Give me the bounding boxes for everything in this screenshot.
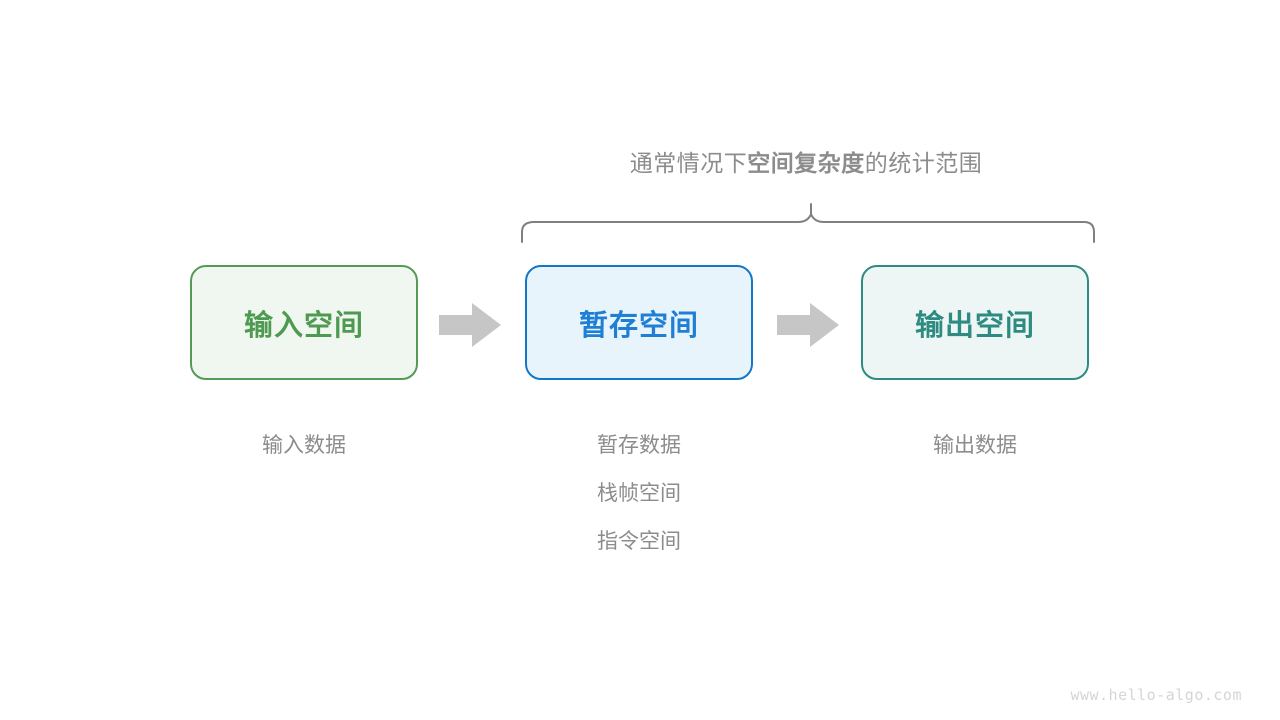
caption-group-output: 输出数据 xyxy=(861,422,1089,470)
right-arrow-icon xyxy=(777,303,839,347)
box-input-space: 输入空间 xyxy=(190,265,418,380)
right-arrow-icon xyxy=(439,303,501,347)
box-output-space-label: 输出空间 xyxy=(914,309,1035,342)
watermark: www.hello-algo.com xyxy=(1070,686,1242,704)
annotation-suffix: 的统计范围 xyxy=(864,150,983,176)
box-temp-space: 暂存空间 xyxy=(525,265,753,380)
caption-input-data: 输入数据 xyxy=(262,434,346,457)
caption-stack-frame-space: 栈帧空间 xyxy=(597,482,681,505)
caption-temp-data: 暂存数据 xyxy=(597,434,681,457)
caption-group-temp: 暂存数据 栈帧空间 指令空间 xyxy=(525,422,753,566)
caption-instruction-space: 指令空间 xyxy=(597,530,681,553)
caption-group-input: 输入数据 xyxy=(190,422,418,470)
box-output-space: 输出空间 xyxy=(861,265,1089,380)
caption-output-data: 输出数据 xyxy=(933,434,1017,457)
annotation-prefix: 通常情况下 xyxy=(629,150,748,176)
box-temp-space-label: 暂存空间 xyxy=(578,309,699,342)
box-input-space-label: 输入空间 xyxy=(243,309,364,342)
annotation-emphasis: 空间复杂度 xyxy=(747,150,865,176)
curly-brace-icon xyxy=(521,203,1095,243)
brace-annotation-text: 通常情况下空间复杂度的统计范围 xyxy=(0,146,1280,180)
